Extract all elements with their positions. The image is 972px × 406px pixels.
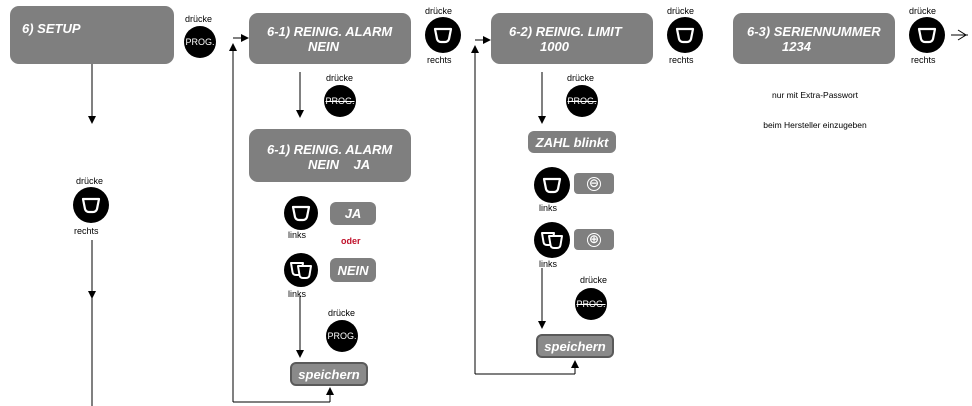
minus-button[interactable]: ⊖ [574, 173, 614, 194]
speichern-button[interactable]: speichern [290, 362, 368, 386]
nein-option[interactable]: NEIN [330, 258, 376, 282]
cup-icon [917, 27, 937, 44]
cup-icon [433, 27, 453, 44]
seriennummer-title: 6-3) SERIENNUMMER [747, 24, 881, 39]
nein-label: NEIN [337, 262, 369, 278]
cup-button[interactable] [73, 187, 109, 223]
cup-icon [542, 177, 562, 194]
zahl-blinkt-box: ZAHL blinkt [528, 131, 616, 153]
rechts-label: rechts [911, 55, 936, 65]
speichern-label: speichern [544, 338, 606, 354]
setup-box: 6) SETUP [10, 6, 174, 64]
prog-label: PROG. [327, 331, 357, 341]
links-label: links [288, 230, 307, 240]
plus-icon: ⊕ [587, 231, 601, 247]
double-cup-button[interactable] [534, 222, 570, 258]
prog-button[interactable]: PROG. [184, 26, 216, 58]
rechts-label: rechts [74, 226, 99, 236]
prog-button[interactable]: PROG. [575, 288, 607, 320]
reinig-alarm-value: NEIN [308, 39, 340, 54]
druecke-label: drücke [76, 176, 104, 186]
cup-button[interactable] [425, 17, 461, 53]
setup-title: 6) SETUP [22, 21, 81, 36]
cup-button[interactable] [909, 17, 945, 53]
druecke-label: drücke [580, 275, 608, 285]
prog-label: PROG. [325, 96, 355, 106]
druecke-label: drücke [328, 308, 356, 318]
prog-label: PROG. [576, 299, 606, 309]
druecke-label: drücke [326, 73, 354, 83]
minus-icon: ⊖ [587, 175, 601, 191]
druecke-label: drücke [425, 6, 453, 16]
seriennummer-box: 6-3) SERIENNUMMER 1234 [733, 13, 895, 64]
druecke-label: drücke [185, 14, 213, 24]
password-note: nur mit Extra-Passwort beim Hersteller e… [728, 70, 902, 150]
speichern-label: speichern [298, 366, 360, 382]
prog-label: PROG. [185, 37, 215, 47]
reinig-alarm-box: 6-1) REINIG. ALARM NEIN [249, 13, 411, 64]
druecke-label: drücke [567, 73, 595, 83]
reinig-alarm-options: NEIN JA [308, 157, 371, 172]
plus-button[interactable]: ⊕ [574, 229, 614, 250]
cup-button[interactable] [667, 17, 703, 53]
prog-button[interactable]: PROG. [566, 85, 598, 117]
cup-button[interactable] [534, 167, 570, 203]
note-line-1: nur mit Extra-Passwort [772, 90, 858, 100]
reinig-limit-value: 1000 [540, 39, 569, 54]
reinig-alarm-title: 6-1) REINIG. ALARM [267, 24, 393, 39]
druecke-label: drücke [667, 6, 695, 16]
zahl-blinkt-label: ZAHL blinkt [535, 134, 609, 150]
druecke-label: drücke [909, 6, 937, 16]
ja-label: JA [344, 206, 362, 221]
ja-option[interactable]: JA [330, 202, 376, 225]
speichern-button[interactable]: speichern [536, 334, 614, 358]
reinig-limit-title: 6-2) REINIG. LIMIT [509, 24, 622, 39]
double-cup-icon [290, 262, 312, 279]
prog-button[interactable]: PROG. [324, 85, 356, 117]
rechts-label: rechts [669, 55, 694, 65]
rechts-label: rechts [427, 55, 452, 65]
seriennummer-value: 1234 [782, 39, 811, 54]
oder-label: oder [341, 236, 361, 246]
reinig-alarm-choice-box: 6-1) REINIG. ALARM NEIN JA [249, 129, 411, 182]
cup-icon [291, 205, 311, 222]
prog-button[interactable]: PROG. [326, 320, 358, 352]
links-label: links [539, 259, 558, 269]
double-cup-button[interactable] [284, 253, 318, 287]
cup-icon [675, 27, 695, 44]
links-label: links [539, 203, 558, 213]
note-line-2: beim Hersteller einzugeben [763, 120, 867, 130]
links-label: links [288, 289, 307, 299]
double-cup-icon [541, 232, 563, 249]
cup-icon [81, 197, 101, 214]
cup-button[interactable] [284, 196, 318, 230]
prog-label: PROG. [567, 96, 597, 106]
reinig-limit-box: 6-2) REINIG. LIMIT 1000 [491, 13, 653, 64]
reinig-alarm-title: 6-1) REINIG. ALARM [267, 142, 393, 157]
